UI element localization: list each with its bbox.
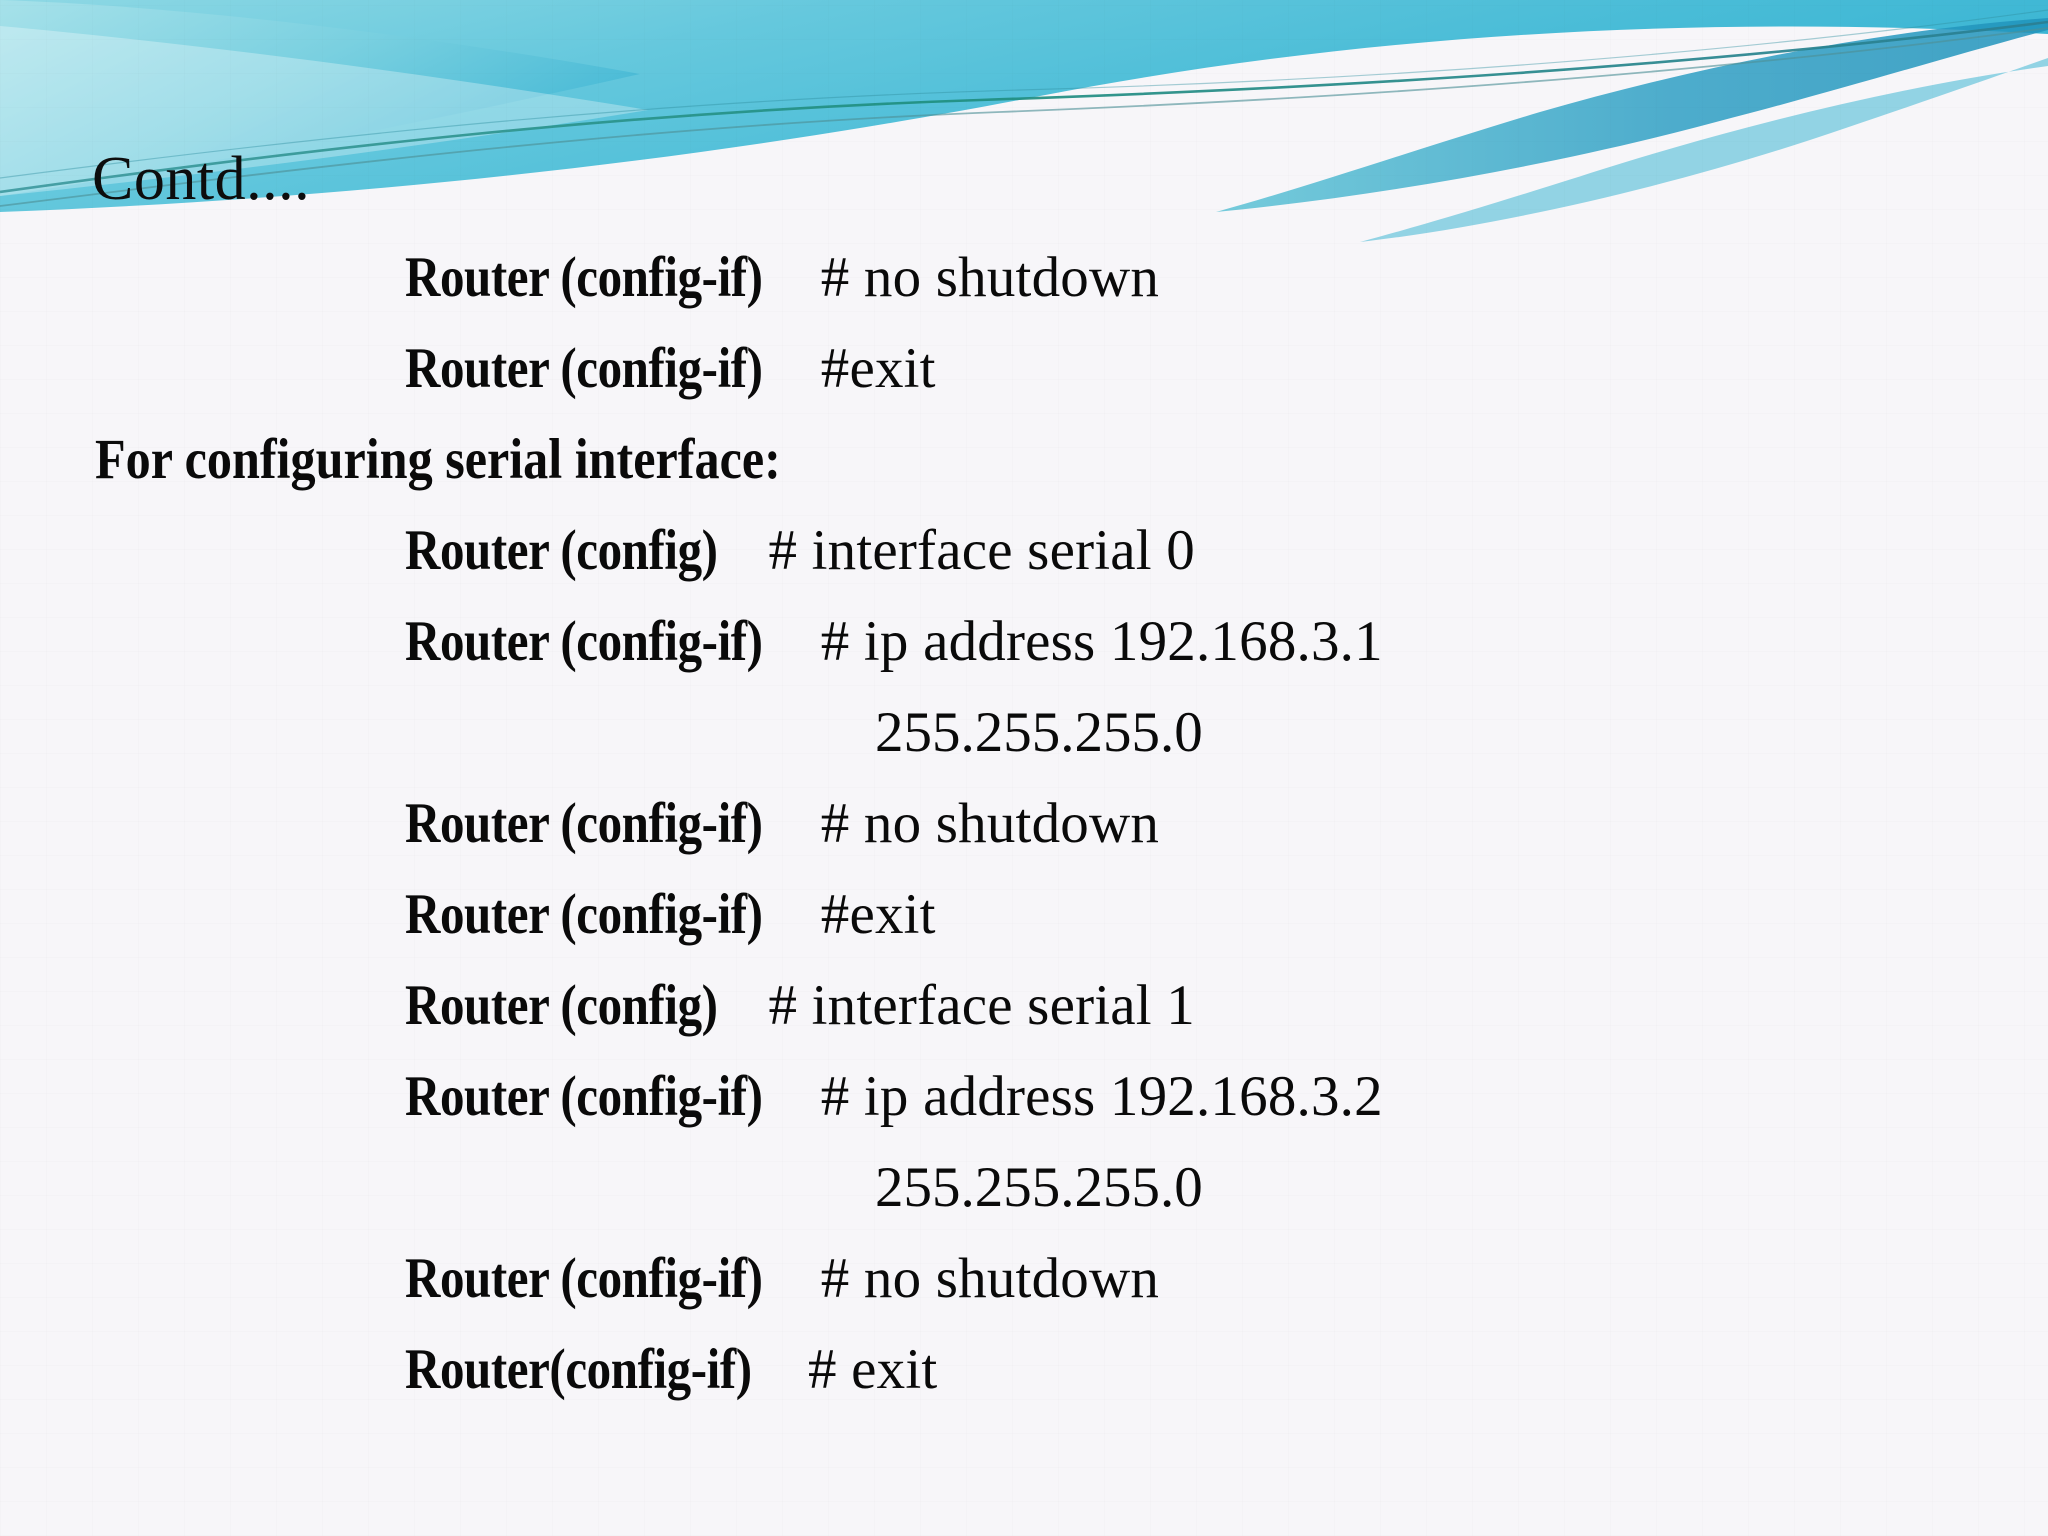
router-command: # ip address 192.168.3.2 <box>820 1065 1383 1128</box>
router-command: # no shutdown <box>820 1247 1160 1310</box>
router-command: #exit <box>820 883 936 946</box>
router-prompt: Router (config-if) <box>405 1247 763 1310</box>
subnet-mask: 255.255.255.0 <box>875 1156 1203 1219</box>
command-line: Router (config-if) # ip address 192.168.3… <box>0 609 2048 700</box>
subnet-mask-line: 255.255.255.0 <box>0 700 2048 791</box>
subnet-mask: 255.255.255.0 <box>875 701 1203 764</box>
router-command: # ip address 192.168.3.1 <box>820 610 1383 673</box>
subnet-mask-line: 255.255.255.0 <box>0 1155 2048 1246</box>
router-command: # no shutdown <box>820 246 1160 309</box>
router-prompt: Router (config) <box>405 974 718 1037</box>
slide-title: Contd.... <box>92 145 311 213</box>
command-line: Router (config-if) # no shutdown <box>0 1246 2048 1337</box>
router-command: # interface serial 0 <box>768 519 1195 582</box>
router-prompt: Router (config-if) <box>405 337 763 400</box>
router-prompt: Router (config) <box>405 519 718 582</box>
command-line: Router (config-if) #exit <box>0 882 2048 973</box>
router-prompt: Router (config-if) <box>405 246 763 309</box>
command-line: Router (config-if) #exit <box>0 336 2048 427</box>
router-command: # exit <box>808 1338 938 1401</box>
router-prompt: Router (config-if) <box>405 1065 763 1128</box>
command-line: Router (config) # interface serial 0 <box>0 518 2048 609</box>
command-line: Router (config-if) # ip address 192.168.3… <box>0 1064 2048 1155</box>
router-command: # interface serial 1 <box>768 974 1195 1037</box>
router-command: #exit <box>820 337 936 400</box>
router-prompt: Router (config-if) <box>405 883 763 946</box>
router-prompt: Router(config-if) <box>405 1338 752 1401</box>
router-command: # no shutdown <box>820 792 1160 855</box>
command-line: Router (config-if) # no shutdown <box>0 791 2048 882</box>
section-heading: For configuring serial interface: <box>95 428 781 491</box>
command-line: Router (config-if) # no shutdown <box>0 245 2048 336</box>
command-line: Router(config-if) # exit <box>0 1337 2048 1428</box>
section-heading-line: For configuring serial interface: <box>0 427 2048 518</box>
router-prompt: Router (config-if) <box>405 792 763 855</box>
command-line: Router (config) # interface serial 1 <box>0 973 2048 1064</box>
slide-body-content: Router (config-if) # no shutdown Router (… <box>0 245 2048 1428</box>
router-prompt: Router (config-if) <box>405 610 763 673</box>
